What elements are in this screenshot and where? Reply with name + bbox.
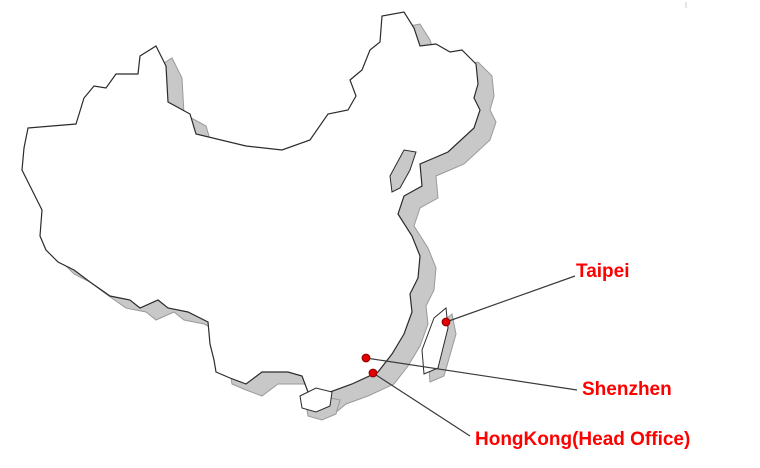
- leader-line-hongkong: [372, 372, 471, 437]
- marker-hongkong[interactable]: [368, 368, 378, 378]
- label-hongkong[interactable]: HongKong(Head Office): [475, 429, 691, 450]
- leader-line-shenzhen: [365, 357, 578, 391]
- marker-taipei[interactable]: [441, 317, 451, 327]
- label-shenzhen[interactable]: Shenzhen: [582, 379, 672, 400]
- label-taipei[interactable]: Taipei: [576, 261, 630, 282]
- mainland: [21, 11, 481, 403]
- marker-shenzhen[interactable]: [361, 353, 371, 363]
- taiwan-island: [421, 307, 449, 375]
- hainan-island: [299, 387, 333, 413]
- coastal-inlet: [389, 149, 417, 193]
- leader-line-taipei: [445, 275, 576, 323]
